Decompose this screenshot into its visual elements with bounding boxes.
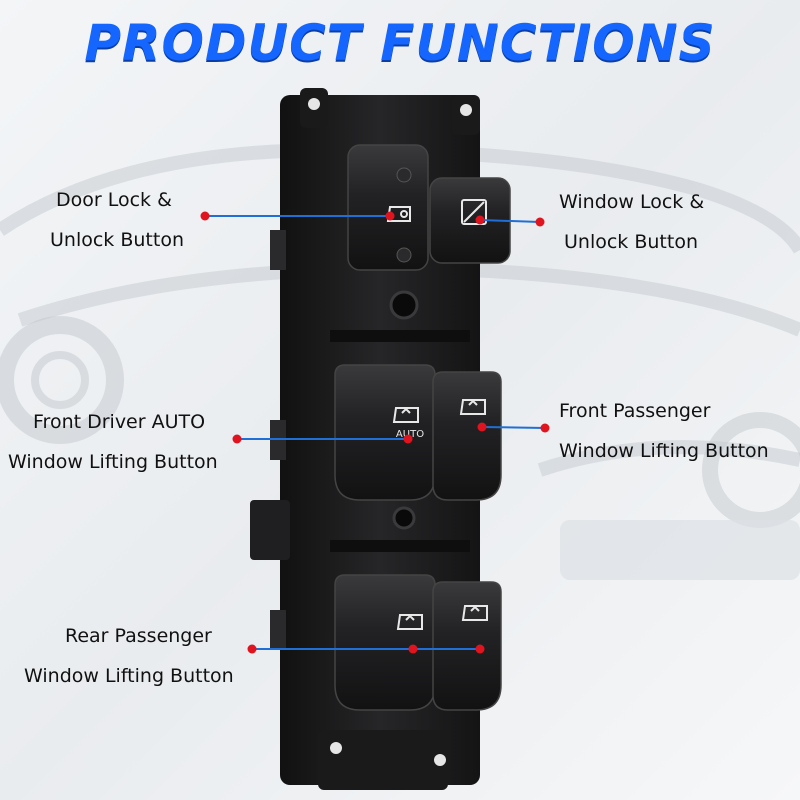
door-lock-label: Door Lock & Unlock Button: [50, 180, 184, 260]
window-lock-label: Window Lock & Unlock Button: [559, 182, 704, 262]
front-passenger-window-button: [432, 371, 502, 501]
window-lift-icon: [392, 407, 419, 423]
front-driver-label-line2: Window Lifting Button: [8, 451, 218, 473]
rear-passenger-label: Rear Passenger Window Lifting Button: [24, 616, 234, 696]
window-lock-label-line1: Window Lock &: [559, 191, 705, 213]
auto-label: AUTO: [396, 429, 424, 440]
window-lock-label-line2: Unlock Button: [564, 231, 698, 253]
car-grille: [560, 520, 800, 580]
front-passenger-label-line1: Front Passenger: [559, 400, 711, 422]
front-passenger-label-line2: Window Lifting Button: [559, 440, 769, 462]
door-lock-label-line1: Door Lock &: [56, 189, 172, 211]
window-lift-icon: [461, 605, 488, 621]
window-lock-icon: [461, 199, 487, 225]
page-title: PRODUCT FUNCTIONS: [84, 14, 716, 72]
door-lock-button: [347, 144, 429, 271]
front-driver-label-line1: Front Driver AUTO: [33, 411, 206, 433]
rear-passenger-label-line2: Window Lifting Button: [24, 665, 234, 687]
front-passenger-label: Front Passenger Window Lifting Button: [559, 391, 769, 471]
rear-left-window-button: [334, 574, 436, 711]
rear-right-window-button: [432, 581, 502, 711]
window-lift-icon: [459, 399, 486, 415]
window-lift-icon: [396, 614, 423, 630]
callout-dots: [200, 211, 550, 654]
rear-passenger-label-line1: Rear Passenger: [65, 625, 212, 647]
door-lock-label-line2: Unlock Button: [50, 229, 184, 251]
front-driver-window-button: AUTO: [334, 364, 436, 501]
callout-lines: [205, 215, 546, 650]
front-driver-label: Front Driver AUTO Window Lifting Button: [8, 402, 218, 482]
